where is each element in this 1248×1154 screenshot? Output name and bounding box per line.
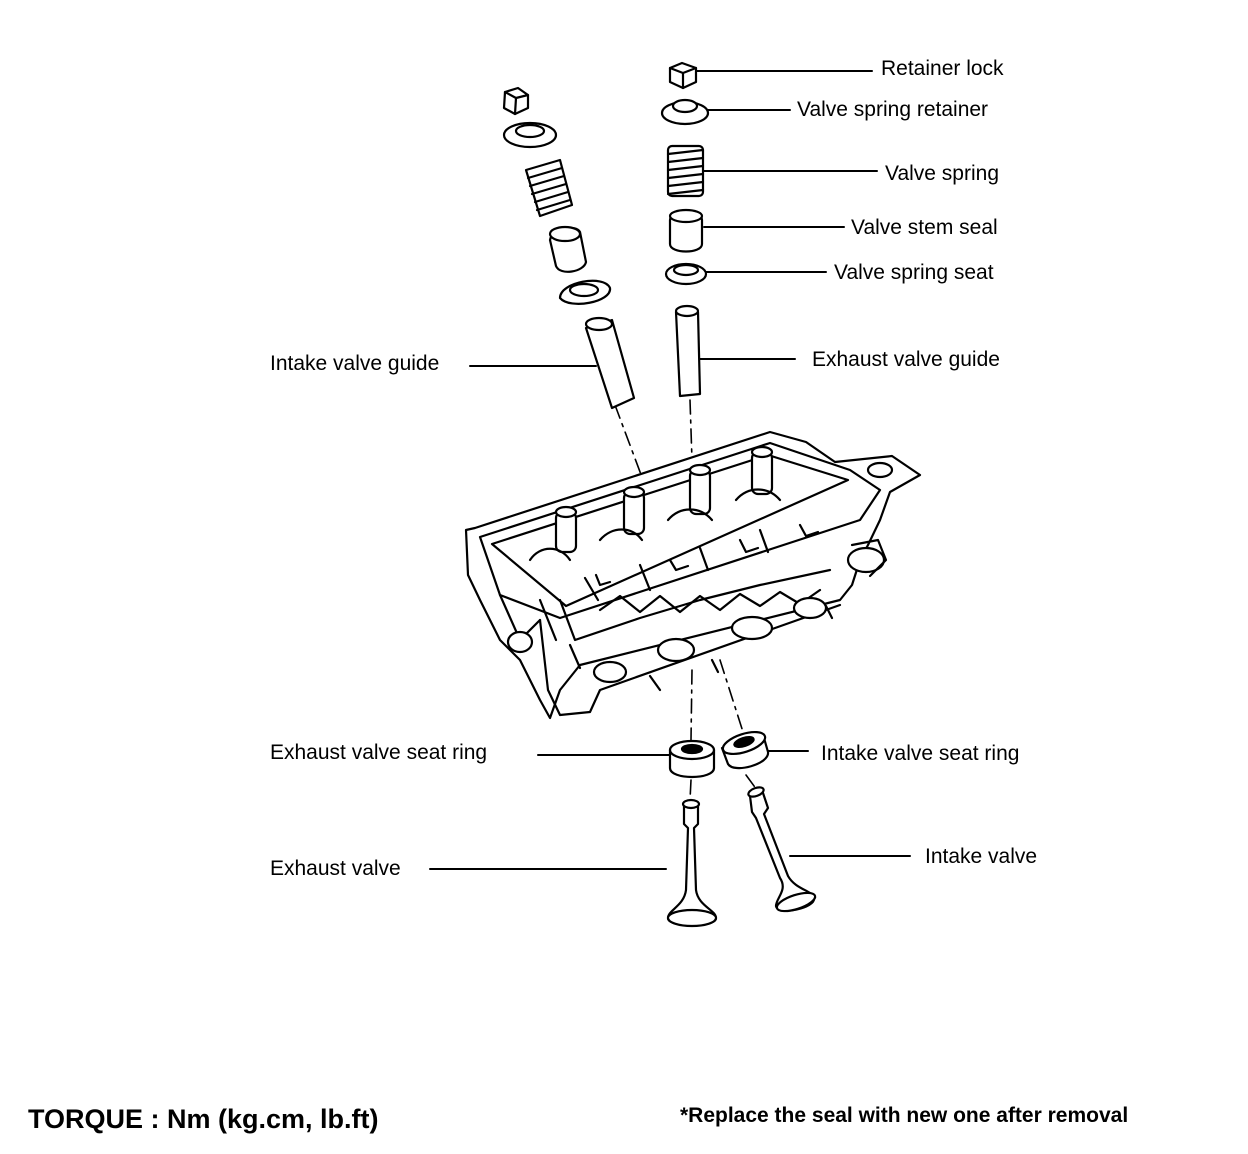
label-valve-spring-seat: Valve spring seat bbox=[834, 261, 994, 284]
intake-valve bbox=[747, 786, 817, 913]
exhaust-spring-seat bbox=[664, 262, 708, 286]
label-valve-stem-seal: Valve stem seal bbox=[851, 216, 998, 239]
label-valve-spring: Valve spring bbox=[885, 162, 1000, 185]
exhaust-stem-seal bbox=[668, 208, 704, 253]
intake-spring-retainer bbox=[502, 121, 558, 149]
exhaust-valve bbox=[666, 798, 718, 928]
intake-valve-spring bbox=[524, 158, 574, 218]
intake-valve-stack bbox=[502, 86, 636, 410]
intake-spring-seat bbox=[558, 279, 612, 305]
intake-retainer-lock bbox=[502, 86, 530, 116]
exhaust-valve-seat-ring bbox=[668, 739, 716, 778]
intake-valve-guide bbox=[584, 316, 636, 410]
label-intake-valve: Intake valve bbox=[925, 845, 1038, 868]
exhaust-valve-stack bbox=[660, 61, 710, 398]
exhaust-retainer-lock bbox=[668, 61, 698, 90]
exhaust-valve-spring bbox=[666, 144, 705, 198]
leader-lines bbox=[429, 70, 911, 870]
label-intake-valve-guide: Intake valve guide bbox=[270, 352, 440, 375]
label-exhaust-valve-guide: Exhaust valve guide bbox=[812, 348, 1000, 371]
label-valve-spring-retainer: Valve spring retainer bbox=[797, 98, 989, 121]
label-exhaust-valve-seat-ring: Exhaust valve seat ring bbox=[270, 741, 488, 764]
exhaust-spring-retainer bbox=[660, 98, 710, 126]
intake-stem-seal bbox=[548, 225, 588, 273]
torque-unit-note: TORQUE : Nm (kg.cm, lb.ft) bbox=[28, 1104, 379, 1134]
label-retainer-lock: Retainer lock bbox=[881, 57, 1004, 80]
intake-valve-seat-ring bbox=[720, 730, 770, 770]
seal-replacement-note: *Replace the seal with new one after rem… bbox=[680, 1104, 1129, 1127]
label-intake-valve-seat-ring: Intake valve seat ring bbox=[821, 742, 1020, 765]
label-exhaust-valve: Exhaust valve bbox=[270, 857, 401, 880]
exhaust-valve-guide bbox=[674, 304, 702, 398]
head-valve-bores bbox=[554, 445, 774, 554]
cylinder-head bbox=[464, 430, 922, 720]
